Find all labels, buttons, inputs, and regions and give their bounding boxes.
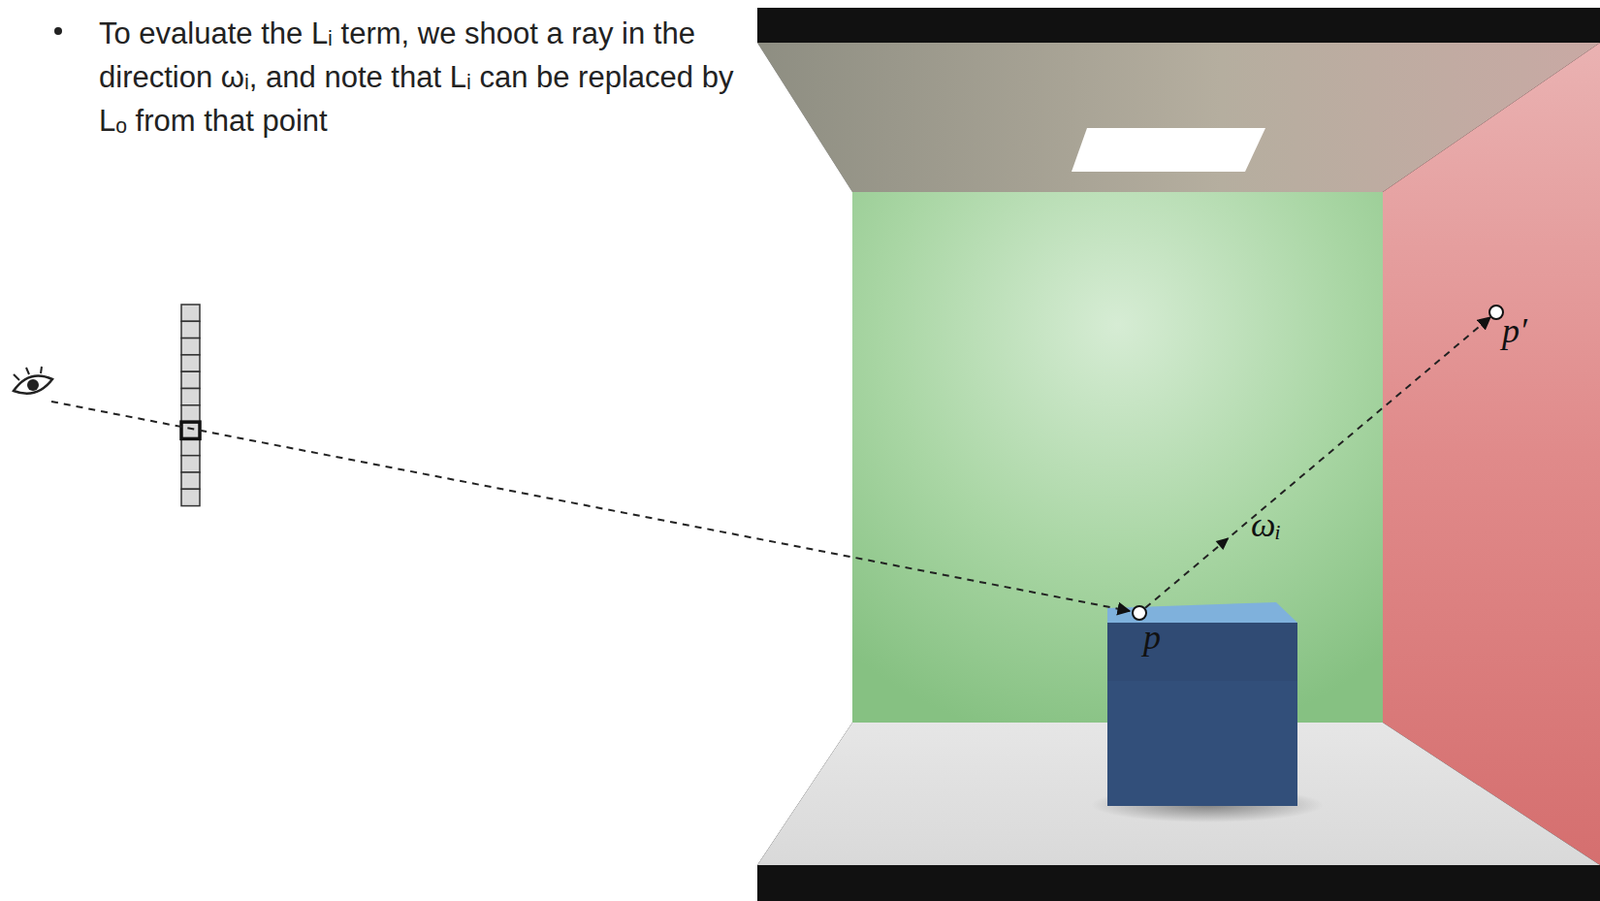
area-light — [1071, 128, 1266, 172]
selected-pixel — [181, 421, 200, 439]
eye-ray — [51, 401, 1130, 611]
pixel-column — [181, 304, 200, 507]
red-wall — [1382, 42, 1600, 865]
left-opening — [757, 42, 853, 865]
point-label: p′ — [1502, 310, 1528, 352]
point-label: p — [1143, 616, 1161, 658]
cube-shade — [1107, 622, 1298, 681]
slide-note: To evaluate the Lᵢ term, we shoot a ray … — [98, 11, 768, 143]
box-frame — [757, 7, 1600, 901]
cube-top — [1107, 602, 1298, 623]
point-marker: p′ — [1488, 304, 1504, 320]
bullet-dot — [54, 27, 63, 35]
reflected-ray — [1145, 317, 1491, 608]
direction-arrowhead — [1216, 537, 1230, 550]
direction-label: ωᵢ — [1250, 504, 1281, 545]
eye-symbol — [13, 366, 53, 394]
green-wall — [852, 192, 1383, 723]
point-marker: p — [1131, 605, 1148, 621]
cube-front — [1107, 622, 1298, 806]
